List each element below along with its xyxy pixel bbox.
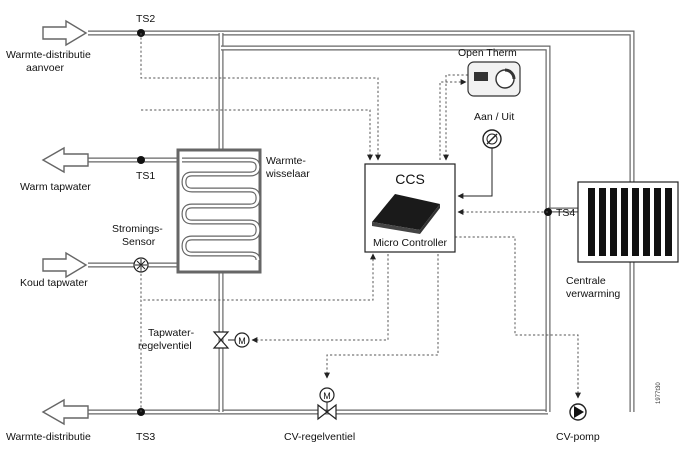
motor-label: M — [238, 336, 246, 346]
flow-sensor-label-line1: Stromings- — [112, 223, 163, 235]
supply-label-line1: Warmte-distributie — [6, 49, 91, 61]
pump-icon — [569, 403, 587, 421]
labels: TS2 TS1 TS3 TS4 Warmte-distributie aanvo… — [6, 13, 662, 443]
central-heating-label-line2: verwarming — [566, 288, 620, 300]
arrow-left-icon — [41, 146, 89, 174]
cold-tap-label: Koud tapwater — [20, 277, 88, 289]
thermostat-icon — [467, 61, 521, 97]
ts3-label: TS3 — [136, 431, 155, 443]
open-therm-label: Open Therm — [458, 47, 517, 59]
warm-tap-label: Warm tapwater — [20, 181, 91, 193]
pipe-network — [88, 30, 635, 415]
radiator-icon — [577, 181, 679, 263]
valve-icon — [212, 331, 236, 349]
ts1-sensor — [137, 156, 145, 164]
ts1-label: TS1 — [136, 170, 155, 182]
ts2-label: TS2 — [136, 13, 155, 25]
ccs-title: CCS — [395, 171, 425, 187]
supply-label-line2: aanvoer — [26, 62, 64, 74]
ccs-controller: CCS Micro Controller — [364, 163, 456, 253]
tap-valve-label-line1: Tapwater- — [148, 327, 195, 339]
flow-sensor-label-line2: Sensor — [122, 236, 156, 248]
valve-icon — [317, 402, 337, 421]
return-label: Warmte-distributie — [6, 431, 91, 443]
signal-lines — [140, 33, 581, 412]
motor-label: M — [323, 391, 331, 401]
drawing-code: 1977t30 — [656, 382, 662, 404]
ts4-label: TS4 — [556, 207, 575, 219]
arrow-left-icon — [41, 398, 89, 426]
motor-icon: M — [319, 387, 335, 403]
micro-controller-label: Micro Controller — [373, 237, 448, 249]
switch-icon — [482, 129, 502, 149]
arrow-right-icon — [42, 19, 88, 47]
chip-icon — [372, 194, 440, 234]
heat-exchanger-label-line2: wisselaar — [265, 168, 310, 180]
cv-pump-label: CV-pomp — [556, 431, 600, 443]
heat-exchanger-label-line1: Warmte- — [266, 155, 306, 167]
motor-icon: M — [234, 332, 250, 348]
central-heating-label-line1: Centrale — [566, 275, 606, 287]
on-off-label: Aan / Uit — [474, 111, 514, 123]
arrow-right-icon — [42, 251, 88, 279]
cv-valve-label: CV-regelventiel — [284, 431, 355, 443]
tap-valve-label-line2: regelventiel — [138, 340, 192, 352]
heat-exchanger — [176, 148, 262, 274]
